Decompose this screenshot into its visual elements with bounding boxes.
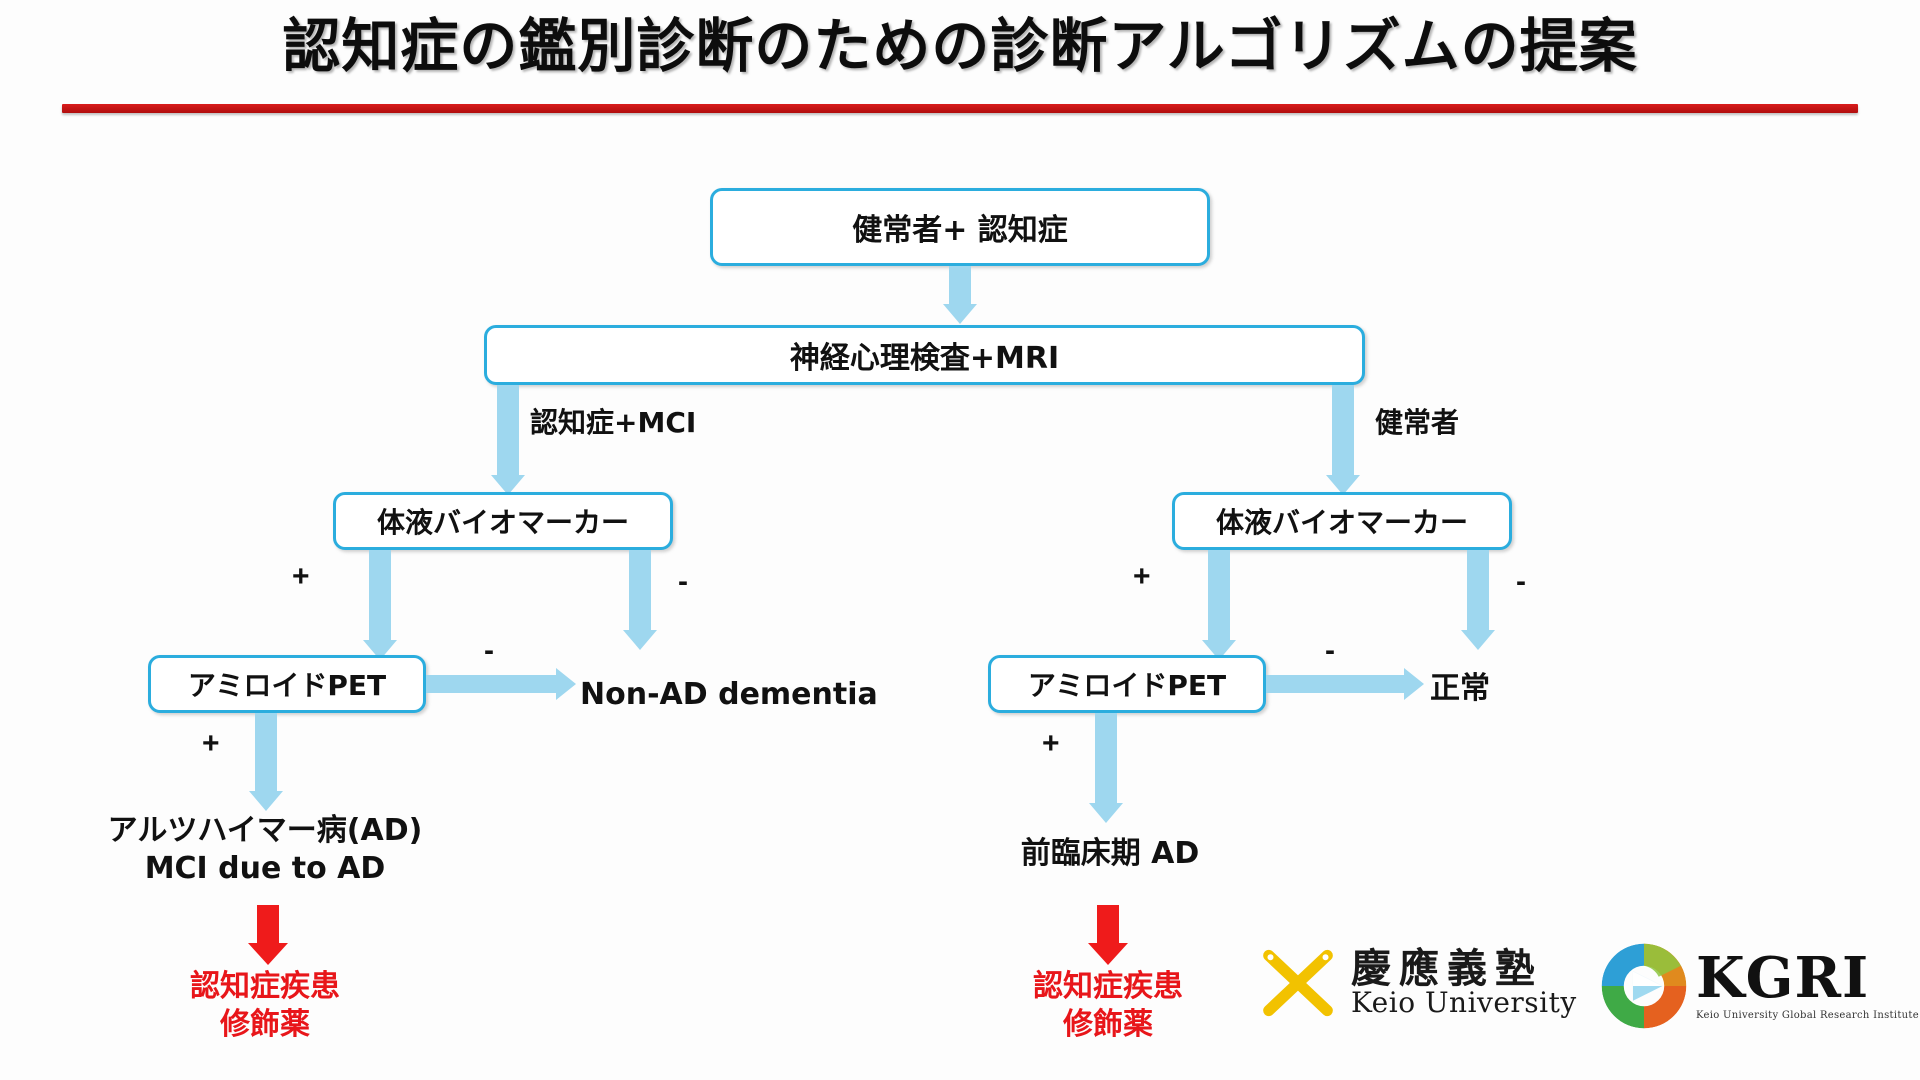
sign-left-pet-minus: - bbox=[484, 634, 494, 667]
arrow-right-biomarker-plus bbox=[1196, 550, 1242, 660]
arrow-left-biomarker-plus bbox=[357, 550, 403, 660]
node-right-pet-label: アミロイドPET bbox=[1027, 669, 1227, 702]
arrow-right-biomarker-minus bbox=[1455, 550, 1501, 650]
node-screening[interactable]: 神経心理検査+MRI bbox=[484, 325, 1365, 385]
arrow-screening-to-right-biomarker bbox=[1320, 385, 1366, 495]
keio-crossed-pens-icon bbox=[1255, 940, 1341, 1026]
sign-left-pet-plus: + bbox=[202, 727, 220, 760]
sign-left-biomarker-minus: - bbox=[678, 565, 688, 598]
arrow-screening-to-left-biomarker bbox=[485, 385, 531, 495]
sign-right-pet-minus: - bbox=[1325, 634, 1335, 667]
sign-right-biomarker-plus: + bbox=[1133, 560, 1151, 593]
arrow-right-pet-minus bbox=[1266, 668, 1424, 700]
arrow-left-pet-plus bbox=[243, 713, 289, 811]
keio-logo-jp: 慶應義塾 bbox=[1351, 945, 1543, 992]
kgri-logo: KGRI Keio University Global Research Ins… bbox=[1598, 940, 1919, 1032]
outcome-left-ad: アルツハイマー病(AD) MCI due to AD bbox=[107, 813, 423, 886]
kgri-globe-icon bbox=[1598, 940, 1690, 1032]
sign-right-biomarker-minus: - bbox=[1516, 565, 1526, 598]
page-title-text: 認知症の鑑別診断のための診断アルゴリズムの提案 bbox=[282, 12, 1638, 80]
kgri-logo-text: KGRI Keio University Global Research Ins… bbox=[1696, 950, 1919, 1022]
node-screening-label: 神経心理検査+MRI bbox=[789, 341, 1060, 376]
keio-university-logo: 慶應義塾 Keio University bbox=[1255, 940, 1577, 1026]
therapy-left: 認知症疾患 修飾薬 bbox=[190, 969, 340, 1042]
arrow-left-pet-minus bbox=[426, 668, 576, 700]
outcome-right-normal: 正常 bbox=[1430, 671, 1490, 706]
keio-logo-text: 慶應義塾 Keio University bbox=[1351, 949, 1577, 1017]
node-left-pet-label: アミロイドPET bbox=[187, 669, 387, 702]
node-left-biomarker[interactable]: 体液バイオマーカー bbox=[333, 492, 673, 550]
arrow-right-therapy bbox=[1085, 905, 1131, 965]
node-left-biomarker-label: 体液バイオマーカー bbox=[376, 506, 629, 539]
title-underline-rule bbox=[62, 104, 1858, 113]
sign-right-pet-plus: + bbox=[1042, 727, 1060, 760]
node-right-biomarker-label: 体液バイオマーカー bbox=[1215, 506, 1468, 539]
arrow-right-pet-plus bbox=[1083, 713, 1129, 823]
page-title: 認知症の鑑別診断のための診断アルゴリズムの提案 bbox=[0, 16, 1920, 77]
node-root-label: 健常者+ 認知症 bbox=[852, 213, 1068, 248]
kgri-logo-main: KGRI bbox=[1696, 945, 1870, 1011]
keio-logo-en: Keio University bbox=[1351, 986, 1577, 1019]
branch-label-left: 認知症+MCI bbox=[530, 406, 697, 439]
outcome-left-non-ad: Non-AD dementia bbox=[580, 677, 878, 712]
kgri-logo-sub: Keio University Global Research Institut… bbox=[1696, 1010, 1919, 1021]
arrow-left-therapy bbox=[245, 905, 291, 965]
node-root[interactable]: 健常者+ 認知症 bbox=[710, 188, 1210, 266]
arrow-root-to-screening bbox=[937, 266, 983, 324]
therapy-right: 認知症疾患 修飾薬 bbox=[1033, 969, 1183, 1042]
node-right-biomarker[interactable]: 体液バイオマーカー bbox=[1172, 492, 1512, 550]
arrow-left-biomarker-minus bbox=[617, 550, 663, 650]
outcome-right-preclinical-ad: 前臨床期 AD bbox=[1020, 836, 1200, 871]
branch-label-right: 健常者 bbox=[1375, 406, 1460, 439]
node-right-pet[interactable]: アミロイドPET bbox=[988, 655, 1266, 713]
sign-left-biomarker-plus: + bbox=[292, 560, 310, 593]
node-left-pet[interactable]: アミロイドPET bbox=[148, 655, 426, 713]
